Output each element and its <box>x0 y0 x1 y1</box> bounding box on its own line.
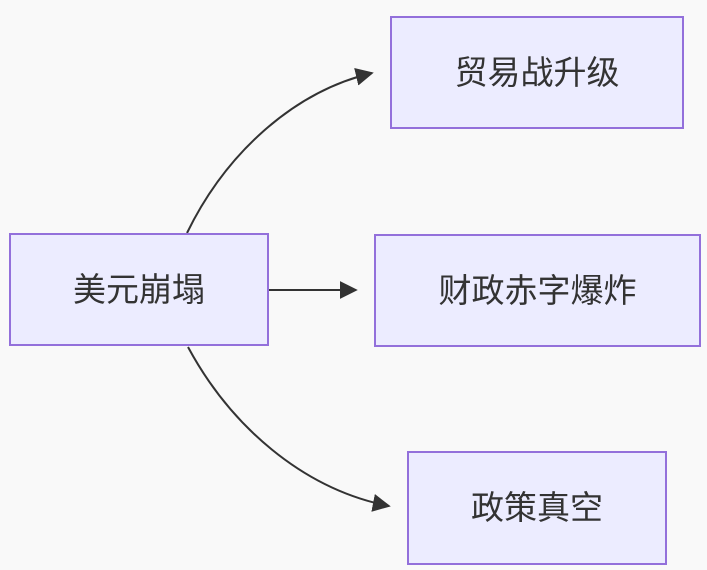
node-usd-collapse-label: 美元崩塌 <box>73 270 205 308</box>
node-fiscal-deficit-explosion-label: 财政赤字爆炸 <box>438 271 637 309</box>
node-policy-vacuum: 政策真空 <box>407 451 667 565</box>
edge-root-to-trade <box>186 67 374 234</box>
node-trade-war-escalation: 贸易战升级 <box>390 16 684 129</box>
node-usd-collapse: 美元崩塌 <box>9 233 269 346</box>
node-policy-vacuum-label: 政策真空 <box>471 489 603 527</box>
node-fiscal-deficit-explosion: 财政赤字爆炸 <box>374 234 701 347</box>
edge-root-to-policy <box>187 346 391 512</box>
node-trade-war-escalation-label: 贸易战升级 <box>454 53 620 91</box>
